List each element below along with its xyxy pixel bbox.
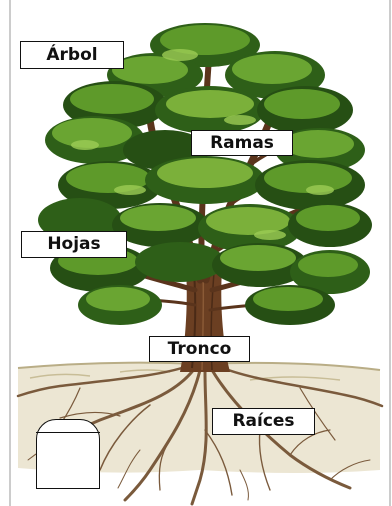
label-leaves: Hojas <box>21 231 127 258</box>
label-tree: Árbol <box>20 41 124 69</box>
label-roots: Raíces <box>212 408 315 435</box>
blank-answer-box <box>36 419 100 489</box>
label-trunk: Tronco <box>149 336 250 362</box>
label-branches: Ramas <box>191 130 293 156</box>
